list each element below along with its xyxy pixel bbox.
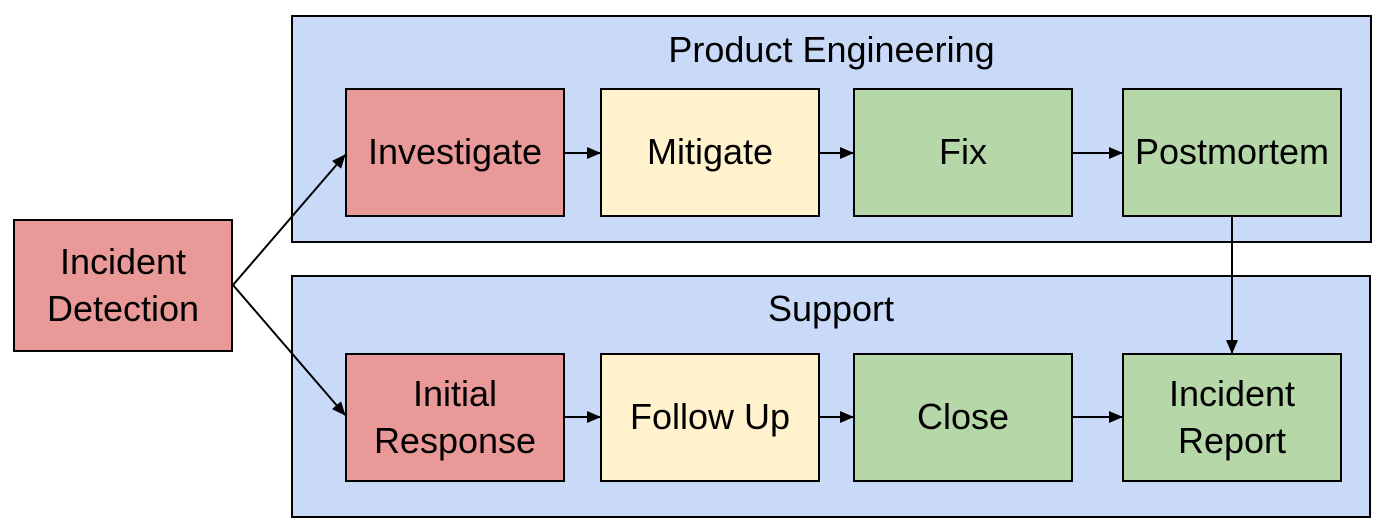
node-mitigate: Mitigate — [600, 88, 820, 217]
node-investigate: Investigate — [345, 88, 565, 217]
node-postmortem: Postmortem — [1122, 88, 1342, 217]
node-label: Investigate — [367, 131, 543, 173]
node-incident-detection: Incident Detection — [13, 219, 233, 352]
node-label: Incident Report — [1168, 373, 1296, 461]
node-label: Fix — [939, 131, 987, 173]
node-label: Mitigate — [646, 131, 774, 173]
node-label: Postmortem — [1134, 131, 1330, 173]
node-label: Incident Detection — [46, 241, 200, 329]
node-label: Initial Response — [373, 373, 537, 461]
node-close: Close — [853, 353, 1073, 482]
node-fix: Fix — [853, 88, 1073, 217]
node-label: Close — [916, 396, 1010, 438]
node-initial-response: Initial Response — [345, 353, 565, 482]
lane-title-product-engineering: Product Engineering — [668, 29, 995, 70]
node-incident-report: Incident Report — [1122, 353, 1342, 482]
node-label: Follow Up — [629, 396, 791, 438]
node-follow-up: Follow Up — [600, 353, 820, 482]
lane-title-support: Support — [767, 288, 895, 329]
